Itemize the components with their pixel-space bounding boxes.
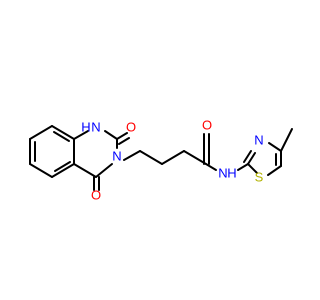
bond <box>51 163 75 178</box>
atom-s1-label: S <box>255 169 264 184</box>
atom-n4-label: N <box>218 165 227 180</box>
double-bond-inner <box>54 161 71 172</box>
bond <box>268 142 282 152</box>
atom-n3-label: N <box>112 148 121 163</box>
double-bond-inner <box>243 150 252 163</box>
atom-h1-label: H <box>81 119 90 134</box>
bond <box>161 150 185 165</box>
bond <box>139 150 163 165</box>
double-bond-inner <box>53 131 70 142</box>
bond <box>267 165 282 176</box>
bond <box>237 163 249 171</box>
bond <box>123 150 141 161</box>
bond <box>73 163 97 178</box>
atom-o3-label: O <box>202 117 212 132</box>
atom-h4-label: H <box>227 165 236 180</box>
bond <box>29 163 53 178</box>
carbonyl-bond <box>118 137 130 145</box>
atom-n5-label: N <box>254 132 263 147</box>
atom-n1-label: N <box>91 119 100 134</box>
bond <box>73 130 89 140</box>
methyl-bond <box>280 128 293 152</box>
bond <box>247 163 258 174</box>
bond <box>183 150 207 165</box>
atom-o1-label: O <box>126 119 136 134</box>
structure-diagram: N H O N O O N H N S <box>29 117 293 202</box>
bond <box>205 163 217 171</box>
molecule-canvas: N H O N O O N H N S <box>29 117 293 203</box>
bond <box>95 163 113 178</box>
bond <box>51 125 75 140</box>
bond <box>247 152 256 165</box>
bond <box>104 130 118 140</box>
bond <box>29 125 53 140</box>
carbonyl-bond <box>116 132 128 140</box>
atom-o2-label: O <box>91 187 101 202</box>
